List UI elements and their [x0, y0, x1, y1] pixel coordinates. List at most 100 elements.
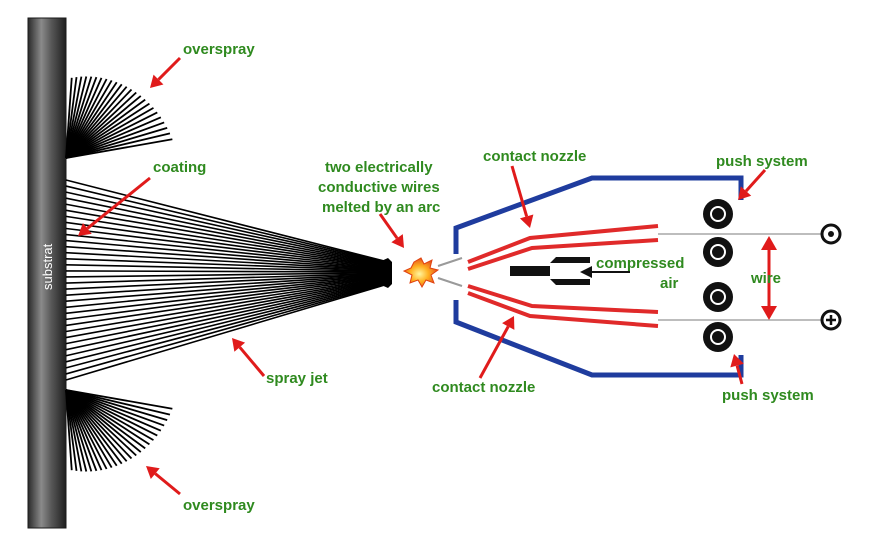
overspray-line — [65, 389, 146, 450]
label-wire: wire — [750, 270, 781, 287]
overspray-line — [65, 389, 171, 416]
pointer-arrows — [78, 56, 767, 496]
red-arrow — [738, 168, 767, 200]
overspray-line — [65, 389, 142, 453]
overspray-line — [65, 389, 158, 437]
red-arrow — [510, 165, 534, 228]
red-arrow — [730, 354, 744, 385]
red-arrow — [478, 316, 515, 379]
roller — [703, 322, 733, 352]
spray-line — [65, 221, 389, 268]
roller — [703, 282, 733, 312]
spray-line — [65, 185, 389, 264]
overspray-line — [65, 389, 73, 471]
overspray-line — [65, 121, 165, 159]
overspray-line — [65, 126, 168, 159]
overspray-line — [65, 389, 154, 441]
overspray-top-fan — [65, 76, 173, 159]
spray-line — [65, 239, 389, 270]
overspray-line — [65, 95, 142, 159]
spray-line — [65, 251, 389, 271]
compressed-air-symbol — [510, 257, 630, 285]
roller — [703, 199, 733, 229]
label-wires-line2: conductive wires — [318, 179, 440, 196]
roller-ring — [710, 289, 726, 305]
label-push-system-top: push system — [716, 153, 808, 170]
nozzle-housing — [453, 175, 744, 378]
spray-line — [65, 275, 389, 309]
spray-line — [65, 274, 389, 303]
label-compressed-line1: compressed — [596, 255, 684, 272]
terminal-positive — [820, 309, 842, 331]
overspray-line — [65, 102, 150, 159]
spray-line — [65, 275, 389, 315]
spray-line — [65, 270, 389, 273]
spray-line — [65, 233, 389, 269]
substrate-label: substrat — [40, 243, 55, 290]
overspray-line — [65, 389, 162, 432]
spray-line — [65, 215, 389, 267]
spray-line — [65, 203, 389, 266]
red-arrow — [78, 176, 151, 236]
overspray-line — [65, 132, 171, 159]
spray-line — [65, 271, 389, 278]
label-spray-jet: spray jet — [266, 370, 328, 387]
overspray-line — [65, 389, 133, 460]
wire-gap-arrow — [761, 236, 777, 320]
label-contact-nozzle-top: contact nozzle — [483, 148, 586, 165]
spray-line — [65, 273, 389, 290]
label-coating: coating — [153, 159, 206, 176]
spray-line — [65, 179, 389, 263]
spray-tip — [370, 258, 392, 288]
spray-line — [65, 277, 389, 333]
push-rollers — [703, 199, 733, 352]
overspray-line — [65, 98, 146, 159]
overspray-line — [65, 77, 73, 159]
roller-ring — [710, 329, 726, 345]
spray-line — [65, 281, 389, 369]
label-overspray-bottom: overspray — [183, 497, 255, 514]
spray-line — [65, 227, 389, 269]
spray-line — [65, 257, 389, 272]
overspray-line — [65, 389, 165, 427]
red-arrow — [378, 213, 404, 248]
spray-line — [65, 276, 389, 321]
substrate: substrat — [27, 17, 67, 529]
red-arrow — [232, 338, 266, 377]
red-arrow — [150, 56, 182, 88]
contact-nozzle-bottom — [467, 284, 659, 328]
roller-ring — [710, 244, 726, 260]
spray-line — [65, 277, 389, 327]
label-wires-line1: two electrically — [325, 159, 433, 176]
spray-line — [65, 282, 389, 375]
spray-line — [65, 280, 389, 357]
roller-ring — [710, 206, 726, 222]
label-contact-nozzle-bottom: contact nozzle — [432, 379, 535, 396]
label-overspray-top: overspray — [183, 41, 255, 58]
overspray-line — [65, 389, 168, 422]
spray-line — [65, 209, 389, 267]
spray-line — [65, 279, 389, 345]
overspray-line — [65, 116, 162, 159]
spray-line — [65, 264, 389, 273]
contact-nozzle-top — [467, 224, 659, 271]
spray-line — [65, 283, 389, 381]
wires — [658, 233, 823, 321]
spray-line — [65, 245, 389, 271]
overspray-line — [65, 138, 173, 159]
spray-line — [65, 273, 389, 296]
overspray-line — [65, 111, 158, 159]
overspray-bottom-fan — [65, 389, 173, 472]
spray-line — [65, 279, 389, 351]
spray-jet — [65, 179, 392, 381]
spray-line — [65, 281, 389, 363]
arc-flame — [402, 257, 463, 289]
spray-line — [65, 272, 389, 284]
spray-line — [65, 278, 389, 339]
overspray-line — [65, 107, 154, 159]
terminal-negative — [820, 223, 842, 245]
overspray-line — [65, 389, 173, 410]
overspray-line — [65, 91, 137, 159]
overspray-line — [65, 389, 150, 446]
